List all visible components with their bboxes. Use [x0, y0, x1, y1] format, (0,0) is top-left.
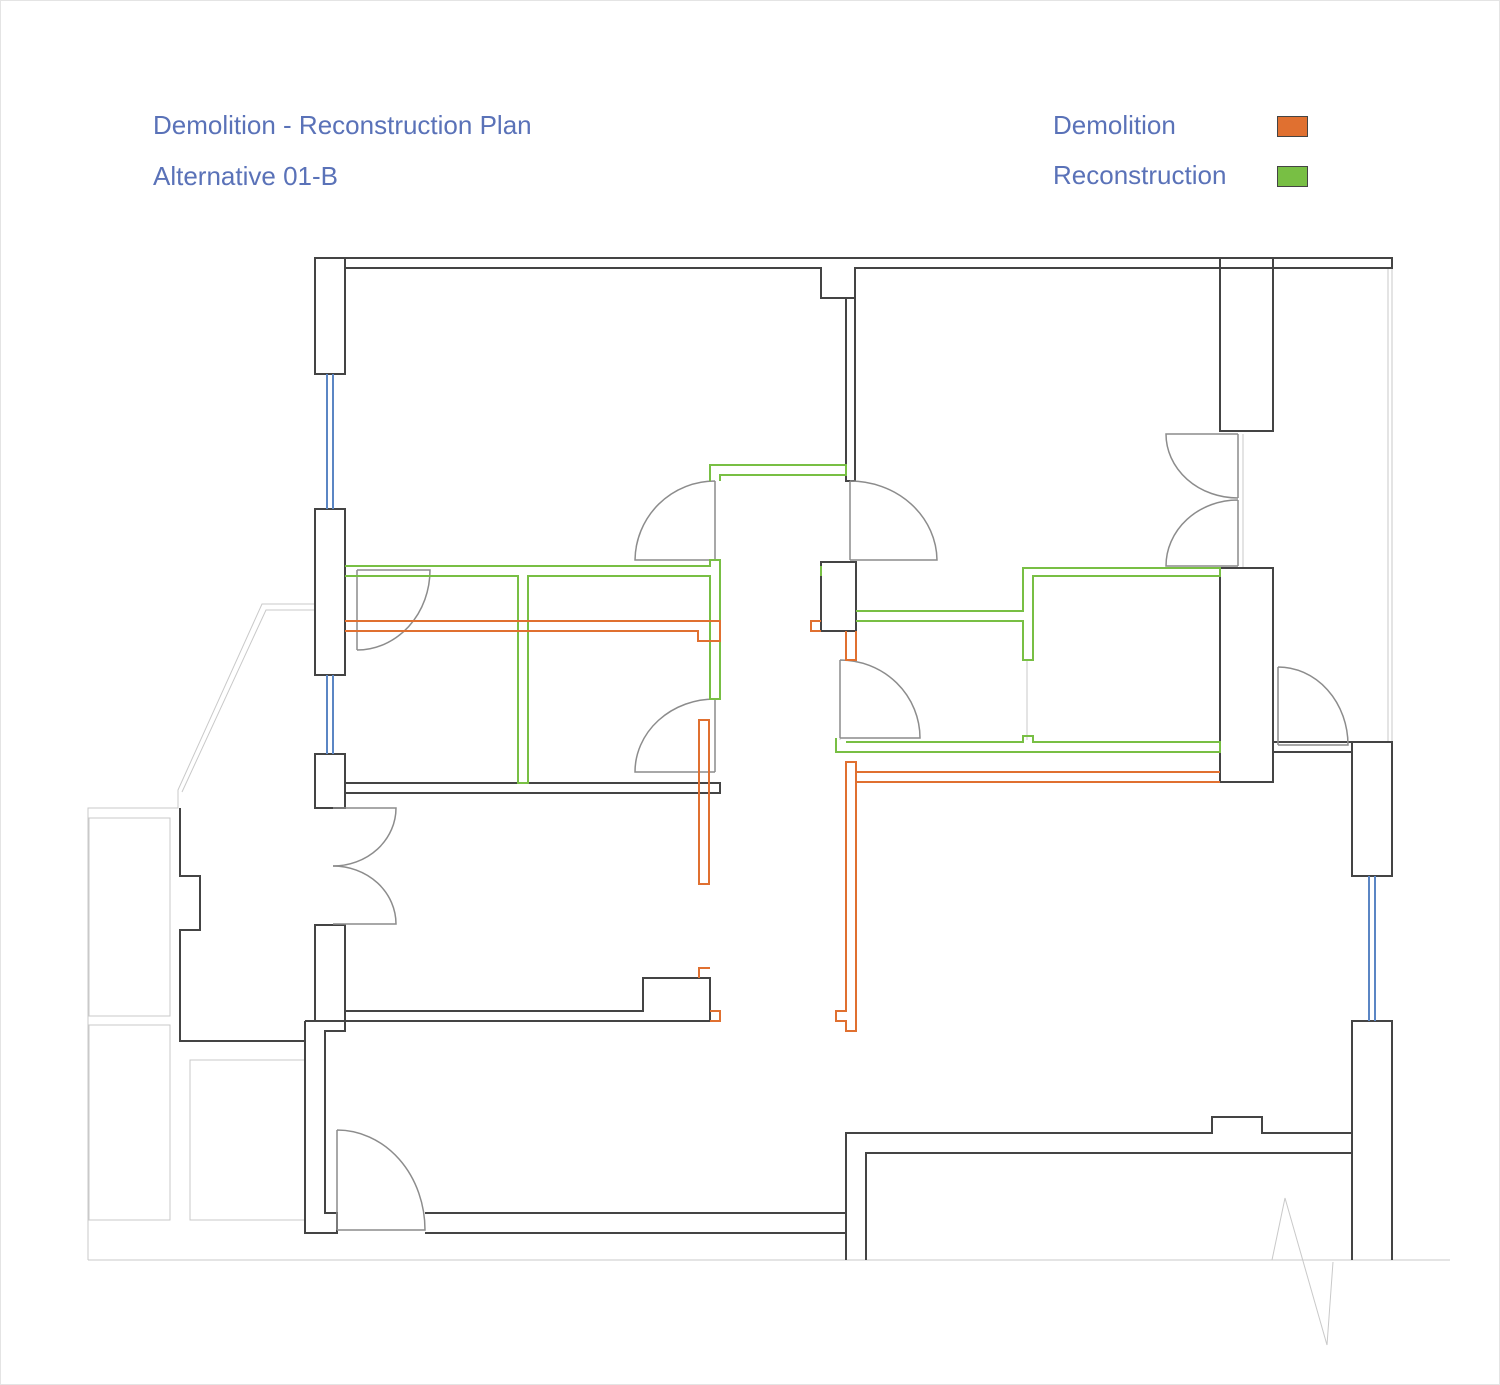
removed-wall	[835, 761, 1220, 1032]
door-swing	[336, 1129, 426, 1231]
adjacent-unit-box	[189, 1059, 306, 1221]
break-line	[1271, 1197, 1334, 1346]
stair-wall	[179, 808, 305, 1042]
legend-demolition-swatch	[1277, 116, 1308, 137]
removed-wall	[710, 1010, 721, 1022]
balcony-outline	[87, 603, 315, 1260]
new-wall	[856, 567, 1221, 661]
door-swing	[1165, 433, 1239, 499]
adjacent-unit-box	[88, 1024, 171, 1221]
legend-demolition-label: Demolition	[1053, 110, 1176, 140]
removed-wall	[810, 620, 821, 632]
wall-pier	[1351, 741, 1393, 877]
plan-title: Demolition - Reconstruction Plan	[153, 110, 532, 140]
wall-pier	[314, 257, 346, 375]
existing-walls	[179, 257, 1393, 1260]
interior-wall	[845, 1116, 1352, 1260]
interior-wall	[845, 268, 856, 482]
exterior-wall-top	[345, 257, 1393, 299]
door-swing	[332, 865, 397, 925]
door-swing	[1165, 499, 1239, 567]
door-swing	[849, 480, 938, 561]
door-swing	[634, 480, 716, 561]
door-swing	[1277, 666, 1349, 746]
removed-wall	[698, 719, 710, 885]
door-swing	[332, 807, 397, 867]
wall-pier	[314, 753, 346, 809]
windows	[326, 374, 1376, 1021]
column	[820, 561, 857, 632]
exterior-wall-right	[1351, 1020, 1393, 1260]
context-lines	[87, 268, 1450, 1346]
removed-wall	[698, 967, 710, 978]
door-swing	[634, 698, 716, 773]
removed-wall	[845, 631, 857, 661]
exterior-wall-right	[1273, 741, 1353, 753]
wall-pier	[1219, 567, 1274, 783]
wall-pier	[1219, 257, 1274, 432]
reconstruction-walls	[345, 464, 1221, 784]
adjacent-unit-box	[88, 817, 171, 1017]
interior-wall	[345, 782, 721, 794]
exterior-wall-left	[304, 1020, 346, 1234]
plan-subtitle: Alternative 01-B	[153, 161, 338, 191]
interior-wall	[425, 1212, 847, 1234]
door-swing	[839, 659, 921, 739]
demolition-walls	[345, 620, 1220, 1032]
removed-wall	[345, 620, 721, 642]
wall-pier	[314, 924, 346, 1022]
legend-reconstruction-swatch	[1277, 166, 1308, 187]
new-wall	[345, 559, 721, 784]
door-swing	[356, 569, 431, 651]
legend-reconstruction-label: Reconstruction	[1053, 160, 1227, 190]
new-wall	[709, 464, 847, 481]
interior-wall	[345, 977, 711, 1022]
interior-wall	[865, 1152, 1352, 1260]
doors	[332, 433, 1349, 1231]
wall-pier	[314, 508, 346, 676]
balcony-outline-inner	[181, 609, 315, 793]
new-wall	[835, 735, 1221, 753]
